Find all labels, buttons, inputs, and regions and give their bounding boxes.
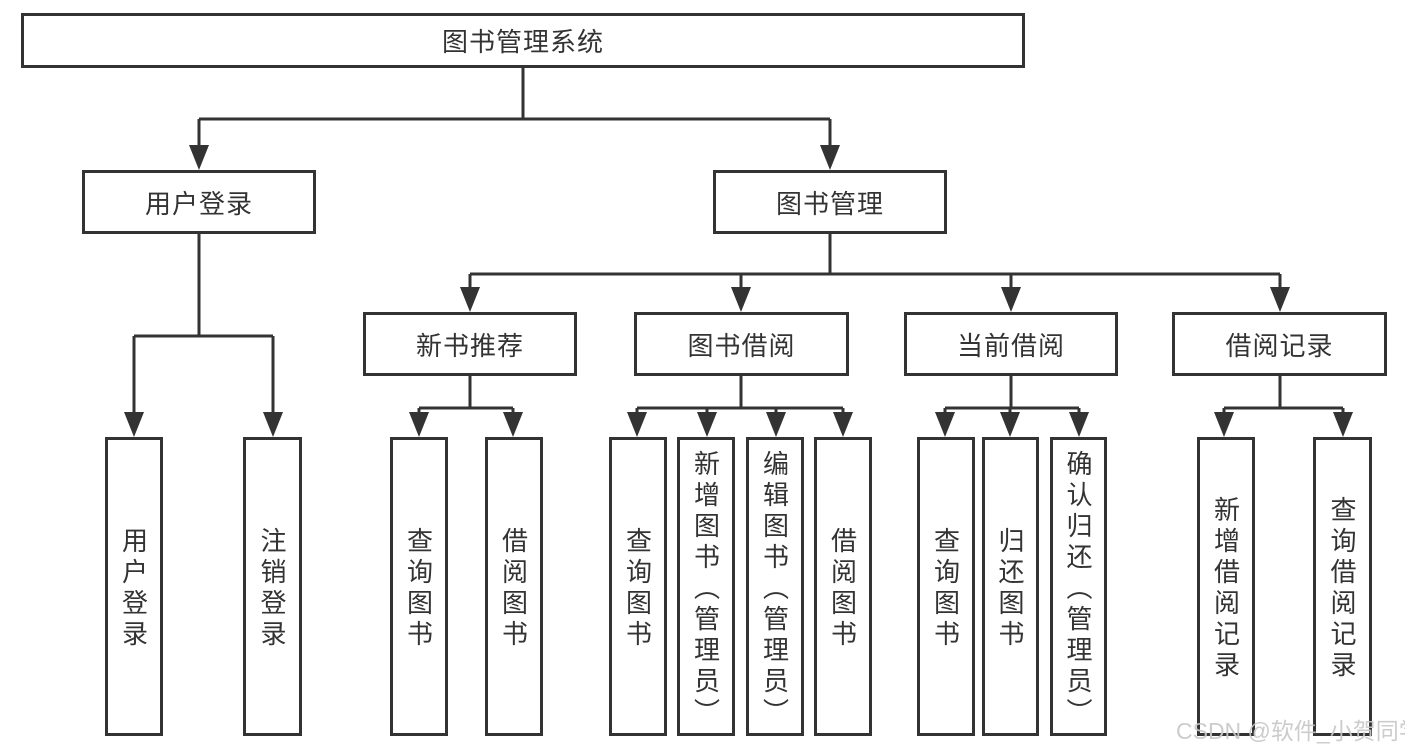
node-new-book-recommend: 新书推荐 — [363, 312, 577, 376]
node-label: 新增图书（管理员） — [690, 449, 721, 729]
arrow-down-icon — [820, 145, 840, 170]
arrow-down-icon — [1270, 287, 1290, 312]
node-label: 借阅图书 — [498, 527, 529, 651]
node-label: 图书管理 — [775, 188, 884, 219]
node-label: 新书推荐 — [415, 330, 524, 361]
arrow-down-icon — [503, 412, 523, 437]
node-label: 查询图书 — [622, 527, 653, 651]
node-label: 查询图书 — [403, 527, 434, 651]
node-return-book: 归还图书 — [982, 437, 1039, 736]
connector-new-book-to-children — [417, 376, 515, 416]
arrow-down-icon — [460, 287, 480, 312]
arrow-down-icon — [1333, 412, 1353, 437]
node-logout: 注销登录 — [243, 437, 302, 736]
connector-book-mgmt-to-level3 — [468, 234, 1282, 291]
arrow-down-icon — [697, 412, 717, 437]
node-label: 注销登录 — [257, 527, 287, 651]
node-label: 借阅记录 — [1225, 330, 1334, 361]
node-label: 当前借阅 — [956, 330, 1065, 361]
node-borrow-book-1: 借阅图书 — [485, 437, 543, 736]
node-root-label: 图书管理系统 — [441, 27, 604, 57]
arrow-down-icon — [1000, 412, 1020, 437]
node-label: 确认归还（管理员） — [1063, 449, 1093, 729]
node-borrow-book-2: 借阅图书 — [814, 437, 872, 736]
arrow-down-icon — [731, 287, 751, 312]
node-query-borrow-record: 查询借阅记录 — [1313, 437, 1372, 736]
connector-current-borrow-to-children — [943, 376, 1081, 416]
connector-borrow-record-to-children — [1222, 376, 1345, 416]
node-user-login: 用户登录 — [82, 170, 316, 234]
node-label: 编辑图书（管理员） — [759, 449, 790, 729]
node-label: 用户登录 — [118, 527, 149, 651]
arrow-down-icon — [1214, 412, 1234, 437]
node-label: 归还图书 — [995, 527, 1025, 651]
node-book-mgmt: 图书管理 — [713, 170, 947, 234]
node-root: 图书管理系统 — [21, 13, 1025, 68]
arrow-down-icon — [1001, 287, 1021, 312]
node-add-borrow-record: 新增借阅记录 — [1197, 437, 1255, 736]
node-query-book-3: 查询图书 — [917, 437, 975, 736]
node-add-book-admin: 新增图书（管理员） — [677, 437, 735, 736]
node-label: 新增借阅记录 — [1210, 496, 1241, 682]
csdn-watermark: CSDN @软件_小贺同学 — [1176, 718, 1405, 744]
node-label: 图书借阅 — [687, 330, 796, 361]
node-edit-book-admin: 编辑图书（管理员） — [746, 437, 804, 736]
connector-user-login-to-children — [132, 234, 275, 416]
node-borrow-record: 借阅记录 — [1172, 312, 1387, 376]
node-query-book-1: 查询图书 — [390, 437, 448, 736]
arrow-down-icon — [935, 412, 955, 437]
node-book-borrow: 图书借阅 — [634, 312, 849, 376]
node-label: 查询借阅记录 — [1327, 496, 1357, 682]
arrow-down-icon — [1069, 412, 1089, 437]
node-user-login-action: 用户登录 — [105, 437, 163, 736]
arrow-down-icon — [124, 412, 144, 437]
arrowheads — [124, 145, 1353, 437]
connector-root-to-level2 — [197, 68, 832, 148]
arrow-down-icon — [833, 412, 853, 437]
node-query-book-2: 查询图书 — [609, 437, 667, 736]
arrow-down-icon — [189, 145, 209, 170]
node-label: 用户登录 — [144, 188, 253, 219]
node-confirm-return-admin: 确认归还（管理员） — [1050, 437, 1107, 736]
connector-book-borrow-to-children — [635, 376, 845, 416]
node-label: 借阅图书 — [827, 527, 858, 651]
node-current-borrow: 当前借阅 — [904, 312, 1118, 376]
arrow-down-icon — [409, 412, 429, 437]
arrow-down-icon — [263, 412, 283, 437]
node-label: 查询图书 — [930, 527, 961, 651]
arrow-down-icon — [766, 412, 786, 437]
arrow-down-icon — [627, 412, 647, 437]
